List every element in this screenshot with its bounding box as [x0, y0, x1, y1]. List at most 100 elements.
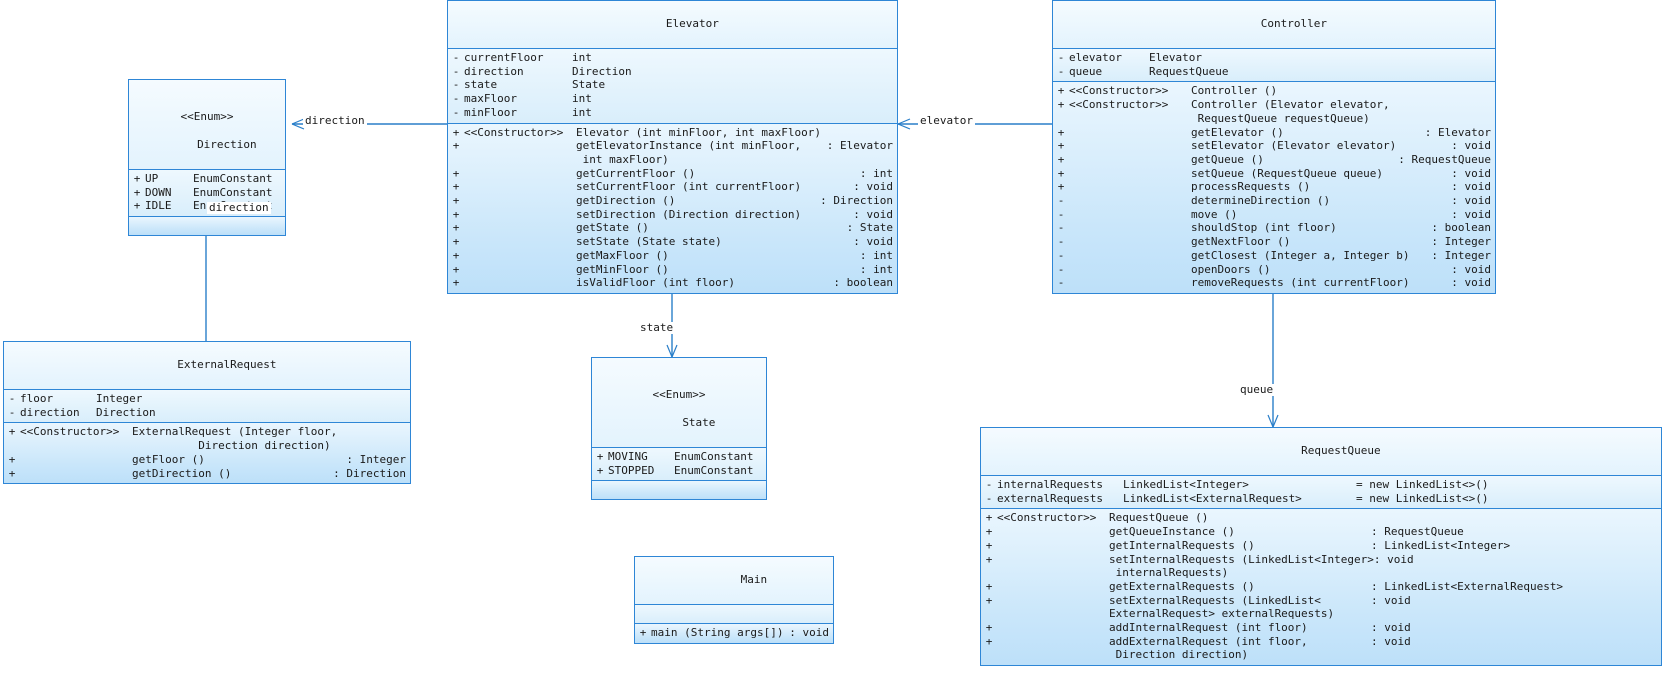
operation-row: -getNextFloor ()Integer	[1053, 235, 1495, 249]
operation-row: +processRequests ()void	[1053, 180, 1495, 194]
class-name-main: Main	[740, 573, 768, 586]
operations-controller: +<<Constructor>>Controller () +<<Constru…	[1053, 82, 1495, 293]
class-title-external-request: ExternalRequest	[4, 342, 410, 390]
stereotype: <<Constructor>>	[997, 511, 1097, 525]
visibility: -	[1057, 276, 1065, 290]
operation-row: +getFloor ()Integer	[4, 453, 410, 467]
return-type: LinkedList<ExternalRequest>	[1371, 580, 1661, 594]
operation-signature: getInternalRequests ()	[1109, 538, 1255, 552]
attribute-type: Elevator	[1149, 51, 1202, 64]
operation-row: +setQueue (RequestQueue queue)void	[1053, 167, 1495, 181]
operation-signature: getDirection ()	[576, 194, 676, 208]
operation-row: +main (String args[])void	[635, 626, 833, 640]
visibility: +	[133, 199, 141, 213]
return-type: int	[860, 167, 897, 181]
visibility: +	[8, 466, 16, 480]
stereotype: <<Constructor>>	[1069, 98, 1169, 112]
visibility: +	[596, 463, 604, 477]
operation-row: +getElevator ()Elevator	[1053, 126, 1495, 140]
visibility: +	[1057, 125, 1065, 139]
operation-signature: getDirection ()	[132, 466, 232, 480]
operation-row: -shouldStop (int floor)boolean	[1053, 221, 1495, 235]
return-type: Direction	[820, 194, 897, 208]
operation-row: +<<Constructor>>RequestQueue ()	[981, 511, 1661, 525]
operation-signature: getNextFloor ()	[1191, 235, 1291, 249]
operation-row: + getDirection () Direction	[448, 194, 897, 208]
operation-row: +setState (State state)void	[448, 235, 897, 249]
return-type: boolean	[833, 276, 897, 290]
visibility: +	[133, 172, 141, 185]
return-type: void	[853, 208, 897, 222]
visibility: -	[452, 92, 460, 106]
operation-row: +setDirection (Direction direction)void	[448, 208, 897, 222]
visibility: +	[639, 626, 647, 639]
operations-main: +main (String args[])void	[635, 624, 833, 643]
operations-direction	[129, 217, 285, 236]
return-type: State	[847, 221, 897, 235]
attribute-type: EnumConstant	[193, 172, 273, 185]
operation-signature: getMaxFloor ()	[576, 248, 669, 262]
visibility: +	[452, 207, 460, 221]
visibility: +	[452, 194, 460, 208]
operation-row: +<<Constructor>>Controller (Elevator ele…	[1053, 98, 1495, 125]
class-title-controller: Controller	[1053, 1, 1495, 49]
class-title-elevator: Elevator	[448, 1, 897, 49]
operation-row: -determineDirection ()void	[1053, 194, 1495, 208]
operations-elevator: +<<Constructor>>Elevator (int minFloor, …	[448, 123, 897, 293]
visibility: -	[1057, 235, 1065, 249]
class-name-state: State	[682, 416, 716, 429]
visibility: +	[452, 276, 460, 290]
class-box-main[interactable]: Main +main (String args[])void	[634, 556, 834, 644]
operation-signature: Elevator (int minFloor, int maxFloor)	[576, 125, 822, 139]
operations-request-queue: +<<Constructor>>RequestQueue () +getQueu…	[981, 509, 1661, 666]
return-type: void	[1371, 621, 1661, 635]
operation-signature: getFloor ()	[132, 452, 205, 466]
visibility: +	[452, 125, 460, 139]
association-label-direction-elevator: direction	[303, 114, 367, 127]
return-type: void	[1371, 594, 1661, 608]
visibility: -	[452, 105, 460, 119]
attribute-type: EnumConstant	[674, 463, 754, 477]
operation-row: +<<Constructor>>Elevator (int minFloor, …	[448, 126, 897, 140]
visibility: +	[452, 166, 460, 180]
operation-row: + getCurrentFloor () int	[448, 167, 897, 181]
operation-signature: setState (State state)	[576, 235, 722, 249]
visibility: -	[1057, 248, 1065, 262]
stereotype-enum: <<Enum>>	[180, 110, 234, 123]
attribute-type: LinkedList<ExternalRequest>	[1123, 491, 1302, 505]
operation-row: +getState ()State	[448, 221, 897, 235]
operation-row: +setExternalRequests (LinkedList< Extern…	[981, 594, 1661, 621]
attributes-main	[635, 605, 833, 624]
return-type: Integer	[1431, 249, 1495, 263]
operation-row: +isValidFloor (int floor)boolean	[448, 276, 897, 290]
class-title-state: <<Enum>> State	[592, 358, 766, 448]
operations-external-request: +<<Constructor>>ExternalRequest (Integer…	[4, 423, 410, 484]
operation-signature: getCurrentFloor ()	[576, 166, 696, 180]
operation-signature: openDoors ()	[1191, 262, 1271, 276]
visibility: +	[452, 262, 460, 276]
return-type: RequestQueue	[1371, 525, 1661, 539]
operation-signature: getElevatorInstance (int minFloor, int m…	[576, 139, 802, 166]
return-type: void	[1451, 139, 1495, 153]
operation-row: -removeRequests (int currentFloor)void	[1053, 276, 1495, 290]
